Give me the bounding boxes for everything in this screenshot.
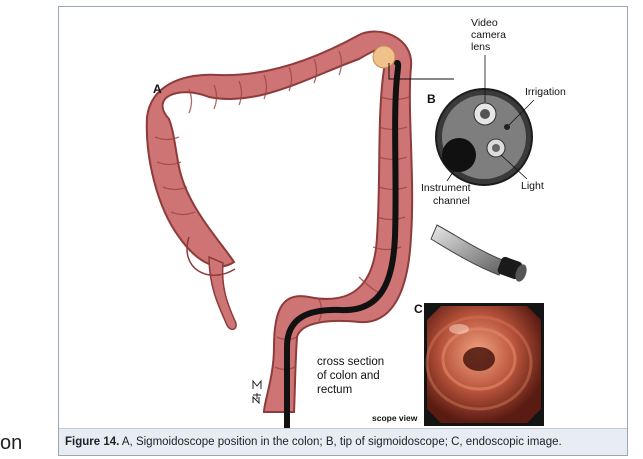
label-c: C — [414, 302, 423, 316]
colon-drawing — [145, 30, 414, 413]
callout-video-camera-lens: Video camera lens — [471, 17, 506, 102]
svg-text:lens: lens — [471, 41, 490, 53]
figure-caption: Figure 14. A, Sigmoidoscope position in … — [59, 428, 627, 455]
figure-caption-number: Figure 14. — [65, 436, 120, 448]
svg-text:Instrument: Instrument — [421, 182, 471, 194]
svg-text:camera: camera — [471, 29, 506, 41]
scope-tip-face — [435, 88, 533, 186]
label-b: B — [427, 92, 436, 106]
scope-view-label: scope view — [372, 413, 418, 423]
svg-text:rectum: rectum — [317, 384, 352, 396]
label-a: A — [153, 82, 162, 96]
sigmoidoscope-tip-drawing — [430, 224, 527, 282]
irrigation-port — [504, 124, 510, 130]
svg-text:cross section: cross section — [317, 356, 384, 368]
svg-text:Light: Light — [521, 180, 544, 192]
sigmoidoscope-tube — [284, 60, 402, 431]
endoscopic-image — [424, 303, 544, 426]
figure-caption-text: A, Sigmoidoscope position in the colon; … — [119, 436, 562, 448]
callout-line-b — [388, 63, 454, 80]
side-text-fragment: on — [0, 432, 23, 454]
cross-section-label: cross section of colon and rectum — [317, 356, 384, 396]
figure-frame: A B Video camera lens Irrigation Light — [58, 6, 628, 456]
artist-monogram — [252, 379, 262, 405]
camera-lens-inner — [480, 109, 490, 119]
callout-instrument-channel: Instrument channel — [421, 168, 471, 207]
callout-irrigation: Irrigation — [508, 86, 566, 126]
svg-text:Video: Video — [471, 17, 498, 29]
svg-text:channel: channel — [433, 195, 470, 207]
svg-text:of colon and: of colon and — [317, 370, 380, 382]
instrument-channel-hole — [442, 138, 476, 172]
scope-light-glow — [372, 45, 396, 69]
callout-light: Light — [500, 154, 544, 192]
svg-text:Irrigation: Irrigation — [525, 86, 566, 98]
figure-illustration: A B Video camera lens Irrigation Light — [145, 17, 566, 431]
